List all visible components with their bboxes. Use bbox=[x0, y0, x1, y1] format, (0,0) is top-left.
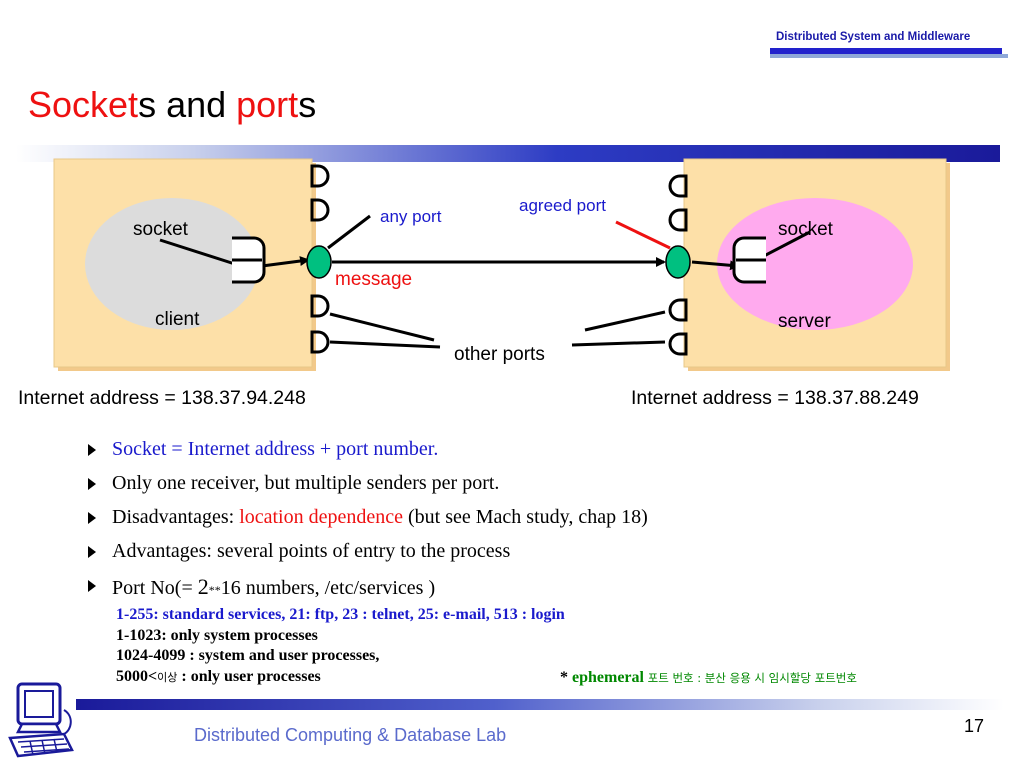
port-range-standard: 1-255: standard services, 21: ftp, 23 : … bbox=[116, 606, 565, 623]
other-ports-line-left-1 bbox=[329, 312, 435, 342]
server-port-1 bbox=[668, 174, 688, 198]
bullet-prefix: Port No(= bbox=[112, 577, 198, 599]
title-s-and: s and bbox=[138, 84, 237, 125]
power-operator: ** bbox=[208, 583, 221, 597]
client-ports bbox=[310, 164, 330, 354]
client-to-port-arrow bbox=[261, 256, 310, 268]
bullet-arrow-icon bbox=[88, 444, 96, 456]
port-range-user-prefix: 5000< bbox=[116, 667, 158, 685]
agreed-port-pointer bbox=[615, 220, 671, 250]
port-to-server-arrow bbox=[691, 260, 740, 271]
port-range-user: 5000<이상 : only user processes bbox=[116, 667, 565, 689]
bullet-one-receiver: Only one receiver, but multiple senders … bbox=[88, 472, 988, 506]
server-label: server bbox=[778, 311, 831, 332]
port-range-system-user: 1024-4099 : system and user processes, bbox=[116, 647, 380, 664]
other-ports-line-right-2 bbox=[571, 340, 666, 347]
header-bar-shadow bbox=[770, 54, 1008, 58]
bullet-arrow-icon bbox=[88, 512, 96, 524]
any-port-pointer bbox=[327, 214, 371, 250]
bullet-port-number: Port No(= 2**16 numbers, /etc/services ) bbox=[88, 574, 988, 608]
bullet-socket-definition: Socket = Internet address + port number. bbox=[88, 438, 988, 472]
client-port-4 bbox=[310, 330, 330, 354]
page-number: 17 bbox=[964, 716, 985, 736]
other-ports-line-left-2 bbox=[329, 340, 441, 349]
client-label: client bbox=[155, 309, 200, 330]
bullet-text: Socket = Internet address + port number. bbox=[112, 438, 439, 460]
footer-bar bbox=[76, 699, 1004, 710]
client-address: Internet address = 138.37.94.248 bbox=[18, 387, 306, 409]
title-bar bbox=[16, 145, 1000, 162]
client-ellipse bbox=[85, 198, 259, 330]
ephemeral-korean: 포트 번호 : 분산 응용 시 임시할당 포트번호 bbox=[643, 671, 857, 685]
bullet-disadvantages: Disadvantages: location dependence (but … bbox=[88, 506, 988, 540]
client-socket-pointer bbox=[159, 238, 239, 267]
bullet-advantages: Advantages: several points of entry to t… bbox=[88, 540, 988, 574]
server-socket-label: socket bbox=[778, 219, 834, 240]
client-port-3 bbox=[310, 294, 330, 318]
title-socket: Socket bbox=[28, 84, 139, 125]
slide-title: Sockets and ports bbox=[28, 84, 316, 126]
port-range-user-suffix: : only user processes bbox=[177, 667, 321, 685]
course-header: Distributed System and Middleware bbox=[776, 31, 971, 43]
port-range-system: 1-1023: only system processes bbox=[116, 626, 318, 644]
server-address: Internet address = 138.37.88.249 bbox=[631, 387, 919, 409]
other-ports-line-right-1 bbox=[584, 310, 666, 332]
client-socket-label: socket bbox=[133, 219, 189, 240]
agreed-port-label: agreed port bbox=[519, 196, 606, 215]
message-label: message bbox=[335, 269, 412, 290]
bullet-list: Socket = Internet address + port number.… bbox=[88, 438, 988, 608]
server-socket-pointer bbox=[761, 230, 811, 259]
client-active-port bbox=[306, 245, 332, 279]
bullet-prefix: Disadvantages: bbox=[112, 506, 240, 528]
computer-icon bbox=[8, 682, 74, 758]
server-port-4 bbox=[668, 332, 688, 356]
title-s: s bbox=[298, 84, 317, 125]
port-base: 2 bbox=[197, 574, 209, 599]
ephemeral-star: * bbox=[560, 669, 572, 686]
server-active-port bbox=[665, 245, 691, 279]
bullet-text: Only one receiver, but multiple senders … bbox=[112, 472, 500, 494]
ephemeral-word: ephemeral bbox=[572, 669, 644, 686]
bullet-suffix: (but see Mach study, chap 18) bbox=[403, 506, 648, 528]
bullet-suffix: 16 numbers, /etc/services ) bbox=[220, 577, 436, 599]
any-port-label: any port bbox=[380, 207, 442, 226]
socket-port-diagram: socket client socket server any port agr… bbox=[53, 158, 950, 371]
server-ports bbox=[668, 174, 688, 356]
title-port: port bbox=[236, 84, 299, 125]
bullet-arrow-icon bbox=[88, 546, 96, 558]
ephemeral-note: * ephemeral 포트 번호 : 분산 응용 시 임시할당 포트번호 bbox=[560, 669, 857, 687]
footer-lab-name: Distributed Computing & Database Lab bbox=[194, 725, 507, 745]
client-port-2 bbox=[310, 198, 330, 222]
port-ranges: 1-255: standard services, 21: ftp, 23 : … bbox=[116, 605, 565, 688]
port-range-user-korean: 이상 bbox=[157, 670, 178, 684]
location-dependence: location dependence bbox=[239, 506, 403, 528]
server-port-3 bbox=[668, 298, 688, 322]
server-ellipse bbox=[717, 198, 913, 330]
bullet-arrow-icon bbox=[88, 478, 96, 490]
header-bar bbox=[770, 48, 1002, 54]
client-port-1 bbox=[310, 164, 330, 188]
bullet-text: Advantages: several points of entry to t… bbox=[112, 540, 511, 562]
server-port-2 bbox=[668, 208, 688, 232]
bullet-arrow-icon bbox=[88, 580, 96, 592]
other-ports-label: other ports bbox=[454, 344, 545, 365]
